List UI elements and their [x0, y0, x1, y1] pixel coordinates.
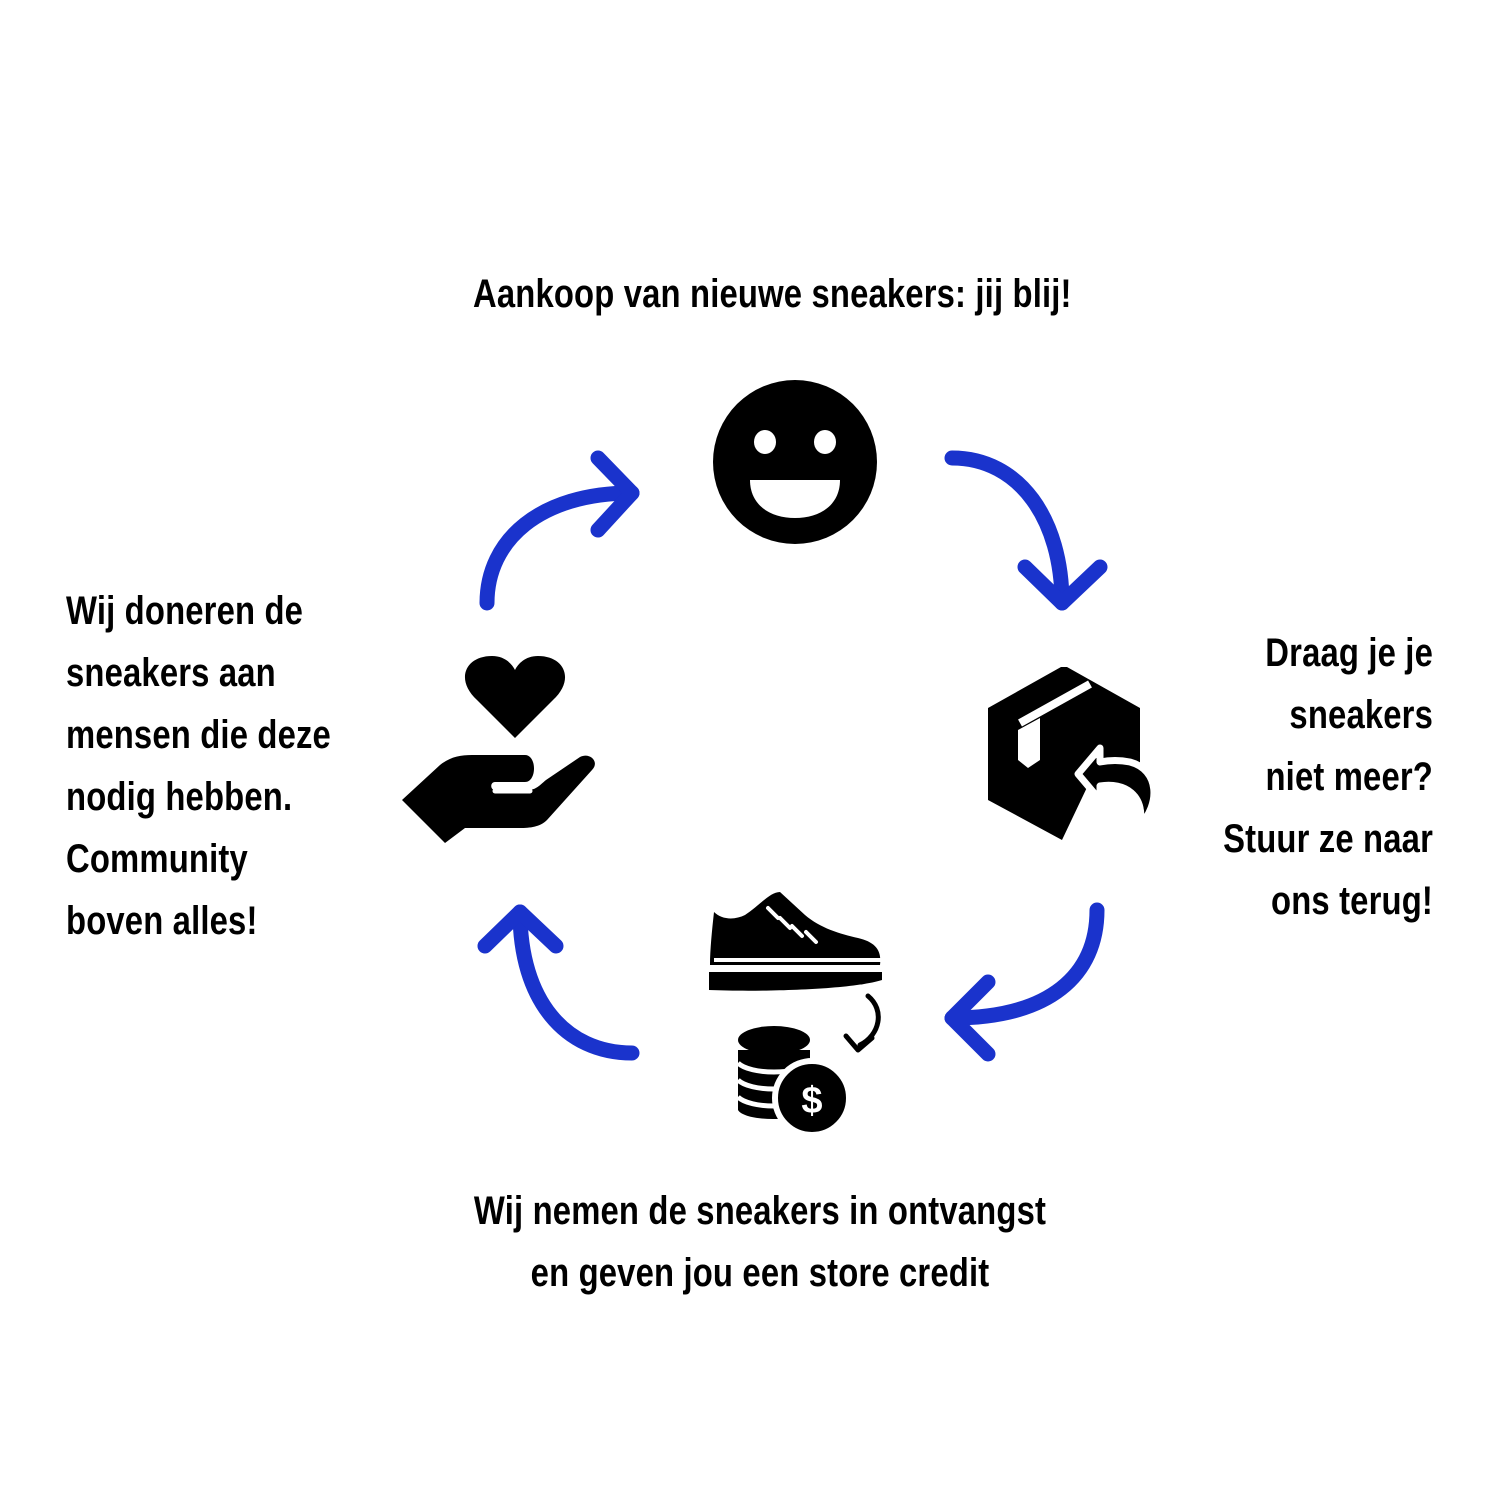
- step-left-line: mensen die deze: [66, 713, 331, 757]
- step-left-line: Community: [66, 837, 248, 881]
- step-left-line: nodig hebben.: [66, 775, 293, 819]
- coins-icon: $: [736, 1026, 852, 1138]
- smiley-face-icon: [713, 380, 877, 544]
- arrow-top-left: [479, 450, 640, 611]
- arrow-bottom-left: [477, 904, 640, 1061]
- step-bottom-label: Wij nemen de sneakers in ontvangst en ge…: [432, 1180, 1088, 1304]
- step-left-label: Wij doneren de sneakers aan mensen die d…: [66, 580, 378, 952]
- step-left-line: sneakers aan: [66, 651, 276, 695]
- step-left-line: boven alles!: [66, 899, 258, 943]
- step-right-line: Stuur ze naar: [1223, 817, 1433, 861]
- arrow-top-right: [944, 450, 1108, 611]
- step-right-line: sneakers: [1289, 693, 1433, 737]
- arrow-bottom-right: [944, 902, 1105, 1062]
- step-top-label: Aankoop van nieuwe sneakers: jij blij!: [473, 263, 1072, 325]
- hand-heart-icon: [402, 656, 595, 843]
- step-right-label: Draag je je sneakers niet meer? Stuur ze…: [1160, 622, 1433, 932]
- step-right-line: Draag je je: [1265, 631, 1433, 675]
- step-top-line: Aankoop van nieuwe sneakers: jij blij!: [473, 272, 1072, 316]
- step-right-line: ons terug!: [1271, 879, 1433, 923]
- svg-text:$: $: [801, 1080, 822, 1122]
- sneaker-icon: [709, 892, 882, 991]
- step-bottom-line: en geven jou een store credit: [530, 1251, 990, 1295]
- step-right-line: niet meer?: [1265, 755, 1433, 799]
- sneaker-to-coins-icon: $: [709, 892, 882, 1138]
- step-left-line: Wij doneren de: [66, 589, 304, 633]
- package-return-icon: [988, 667, 1158, 840]
- step-bottom-line: Wij nemen de sneakers in ontvangst: [473, 1189, 1047, 1233]
